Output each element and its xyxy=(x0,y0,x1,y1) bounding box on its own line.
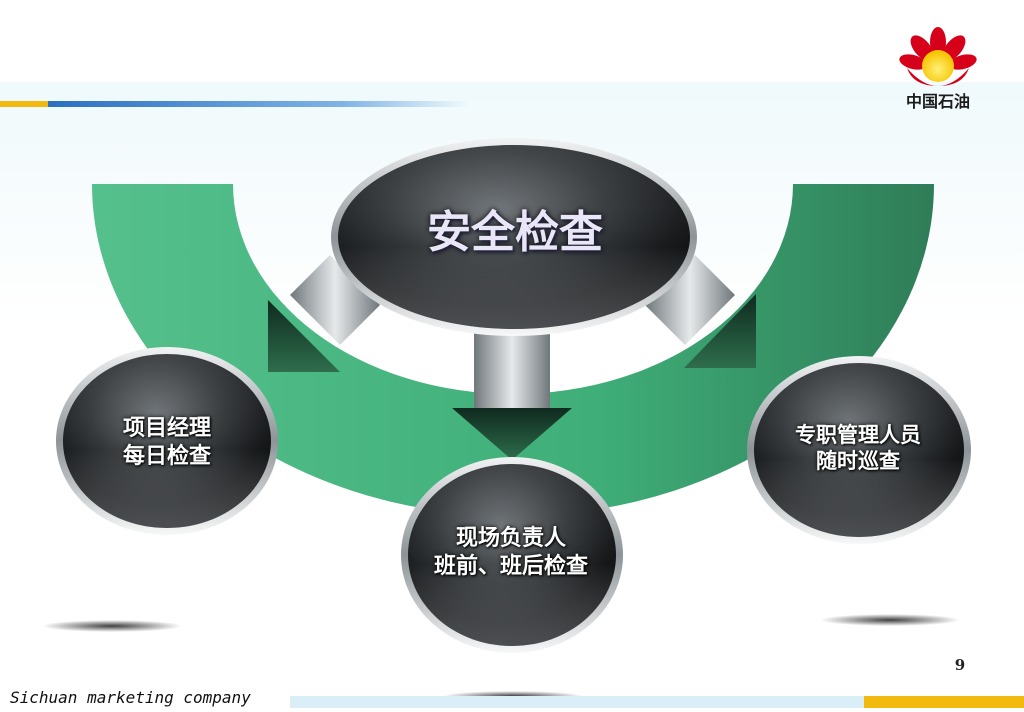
arrow-to-left xyxy=(268,255,380,372)
logo-base xyxy=(907,68,969,86)
left-node xyxy=(56,347,278,535)
header-band xyxy=(0,0,1024,82)
shadow-left xyxy=(42,620,182,632)
left-node-label: 项目经理 每日检查 xyxy=(62,415,272,470)
petrochina-logo-icon xyxy=(899,27,977,86)
left-node-line1: 项目经理 xyxy=(122,416,211,441)
left-node-line2: 每日检查 xyxy=(122,443,211,469)
header-stripe-blue xyxy=(48,101,468,107)
bottom-node-line1: 现场负责人 xyxy=(455,526,566,551)
page-number: 9 xyxy=(954,656,966,674)
right-node-line2: 随时巡查 xyxy=(816,449,900,474)
right-node-line1: 专职管理人员 xyxy=(795,423,921,447)
footer-bar-yellow xyxy=(864,696,1024,708)
bottom-node-line2: 班前、班后检查 xyxy=(433,553,588,579)
green-arc xyxy=(92,184,934,516)
shadow-right xyxy=(820,614,960,626)
center-node-label: 安全检查 xyxy=(427,207,603,258)
center-node xyxy=(331,138,697,336)
logo-text: 中国石油 xyxy=(905,92,970,111)
arrow-to-right xyxy=(645,255,756,368)
right-node xyxy=(747,356,971,544)
bottom-node-label: 现场负责人 班前、班后检查 xyxy=(404,525,618,580)
footer-company-text: Sichuan marketing company xyxy=(0,684,290,712)
right-node-label: 专职管理人员 随时巡查 xyxy=(748,422,968,475)
header-stripe-yellow xyxy=(0,101,48,107)
footer-bar-blue xyxy=(290,696,864,708)
logo-sun xyxy=(922,50,954,82)
bottom-node xyxy=(401,457,623,653)
